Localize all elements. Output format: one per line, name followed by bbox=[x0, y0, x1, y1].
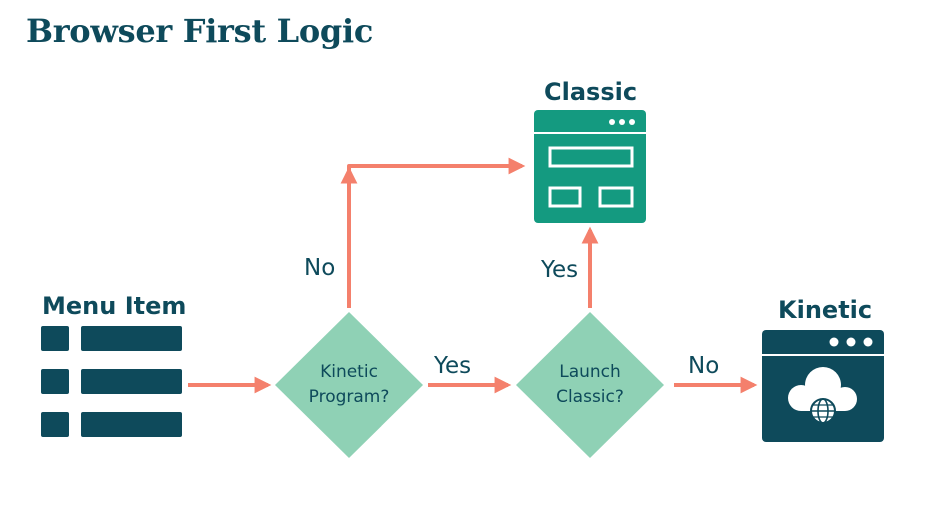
decision-launch-classic-line1: Launch bbox=[559, 362, 621, 382]
decision-kinetic-program: Kinetic Program? bbox=[275, 312, 423, 458]
decision-launch-classic-line2: Classic? bbox=[556, 387, 624, 407]
edge-label-kinetic-program-yes: Yes bbox=[434, 353, 472, 379]
kinetic-label: Kinetic bbox=[778, 296, 873, 324]
globe-icon bbox=[810, 398, 836, 424]
menu-item-label: Menu Item bbox=[42, 292, 187, 320]
classic-label: Classic bbox=[544, 78, 638, 106]
decision-launch-classic: Launch Classic? bbox=[516, 312, 664, 458]
edge-label-launch-classic-yes: Yes bbox=[541, 257, 579, 283]
decision-kinetic-program-line2: Program? bbox=[309, 387, 390, 407]
list-icon bbox=[41, 326, 182, 437]
arrow-kinetic-program-no-to-classic bbox=[347, 157, 526, 308]
page-title: Browser First Logic bbox=[26, 12, 374, 50]
edge-label-kinetic-program-no: No bbox=[304, 255, 336, 281]
browser-window-icon bbox=[534, 110, 646, 223]
cloud-globe-icon bbox=[762, 330, 884, 442]
edge-label-launch-classic-no: No bbox=[688, 353, 720, 379]
decision-kinetic-program-line1: Kinetic bbox=[320, 362, 378, 382]
arrows bbox=[188, 157, 758, 394]
